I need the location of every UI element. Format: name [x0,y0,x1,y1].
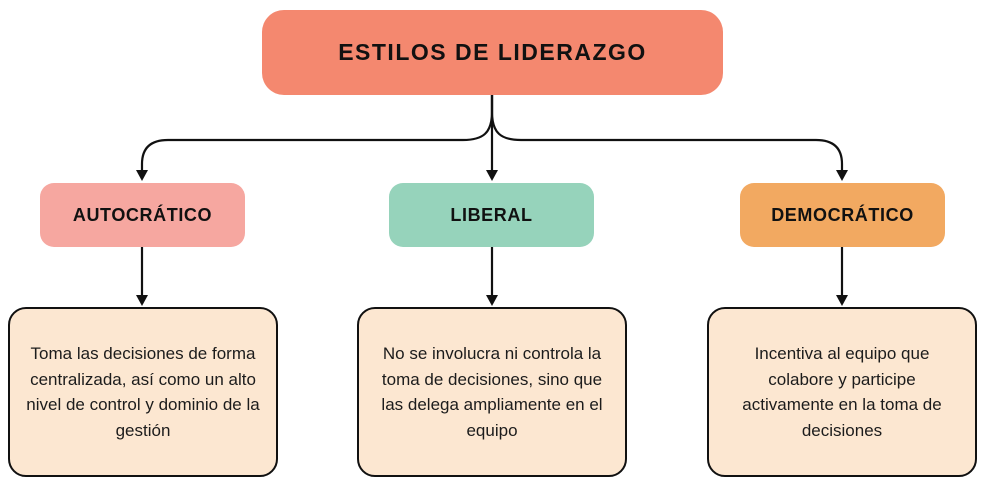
description-node-liberal: No se involucra ni controla la toma de d… [357,307,627,477]
description-text: Toma las decisiones de forma centralizad… [26,344,260,440]
branch-node-label: LIBERAL [450,204,533,225]
arrow-democratico-to-description [836,247,848,306]
arrow-root-to-liberal [486,95,498,181]
arrow-root-to-democratico [490,95,848,181]
branch-node-liberal: LIBERAL [389,183,594,247]
branch-node-label: DEMOCRÁTICO [771,204,914,225]
arrow-root-to-autocratico [136,95,494,181]
arrow-liberal-to-description [486,247,498,306]
branch-node-autocratico: AUTOCRÁTICO [40,183,245,247]
arrow-autocratico-to-description [136,247,148,306]
branch-node-label: AUTOCRÁTICO [72,204,213,225]
description-node-autocratico: Toma las decisiones de forma centralizad… [8,307,278,477]
branch-node-democratico: DEMOCRÁTICO [740,183,945,247]
description-node-democratico: Incentiva al equipo que colabore y parti… [707,307,977,477]
root-node-estilos-de-liderazgo: ESTILOS DE LIDERAZGO [262,10,723,95]
description-text: Incentiva al equipo que colabore y parti… [742,344,942,440]
root-node-label: ESTILOS DE LIDERAZGO [338,39,647,65]
description-text: No se involucra ni controla la toma de d… [381,344,603,440]
